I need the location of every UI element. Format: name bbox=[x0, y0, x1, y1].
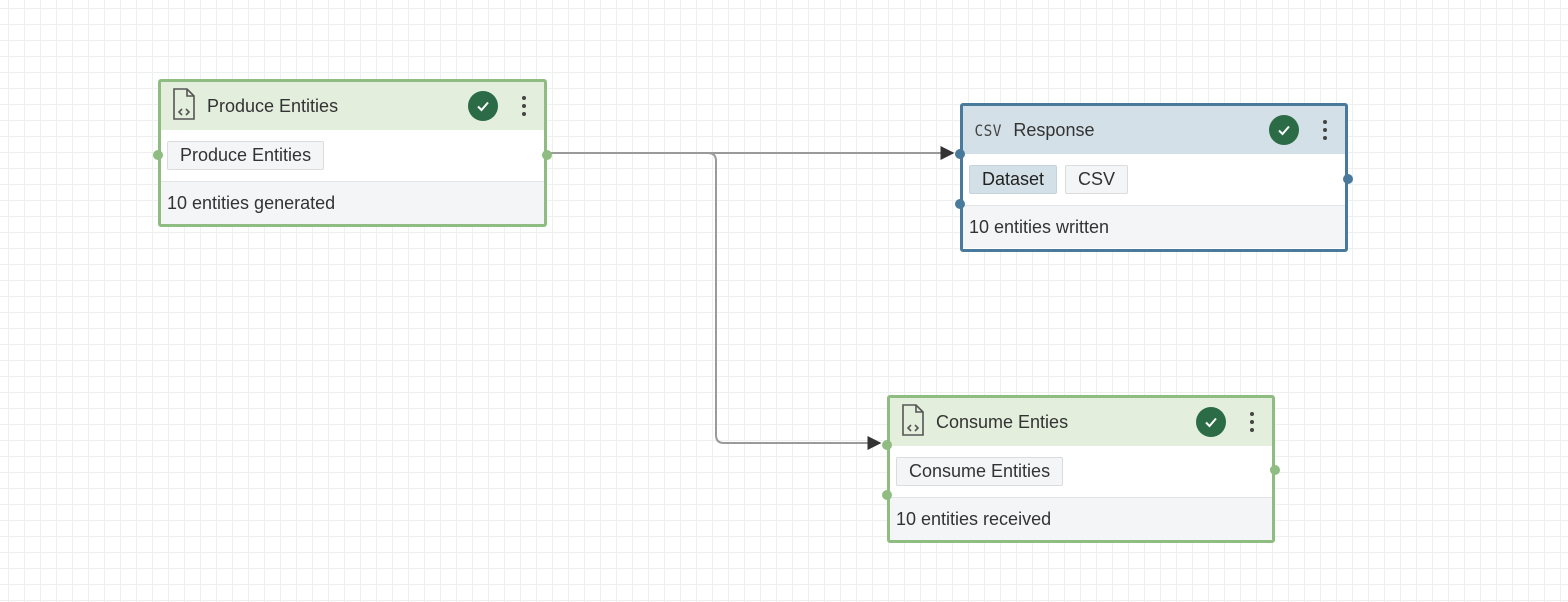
input-port[interactable] bbox=[153, 150, 163, 160]
success-check-icon bbox=[1196, 407, 1226, 437]
node-response[interactable]: CSV Response Dataset CSV 10 entities wri… bbox=[955, 103, 1353, 252]
node-tags: Produce Entities bbox=[161, 130, 544, 182]
output-port[interactable] bbox=[1270, 465, 1280, 475]
input-port-2[interactable] bbox=[955, 199, 965, 209]
tag-csv: CSV bbox=[1065, 165, 1129, 194]
node-tags: Consume Entities bbox=[890, 446, 1272, 498]
csv-icon: CSV bbox=[974, 120, 1002, 140]
tag: Produce Entities bbox=[167, 141, 325, 170]
more-options-icon[interactable] bbox=[1242, 407, 1262, 437]
node-header[interactable]: CSV Response bbox=[963, 106, 1345, 154]
output-port[interactable] bbox=[542, 150, 552, 160]
node-header[interactable]: Consume Enties bbox=[890, 398, 1272, 446]
node-header[interactable]: Produce Entities bbox=[161, 82, 544, 130]
node-status-text: 10 entities received bbox=[890, 498, 1272, 540]
file-code-icon bbox=[900, 403, 926, 441]
node-tags: Dataset CSV bbox=[963, 154, 1345, 206]
more-options-icon[interactable] bbox=[514, 91, 534, 121]
input-port[interactable] bbox=[882, 440, 892, 450]
node-title: Produce Entities bbox=[207, 95, 339, 116]
tag-dataset: Dataset bbox=[969, 165, 1058, 194]
node-title: Response bbox=[1013, 119, 1095, 140]
node-title: Consume Enties bbox=[936, 411, 1069, 432]
node-consume-enties[interactable]: Consume Enties Consume Entities 10 entit… bbox=[882, 395, 1280, 543]
input-port-2[interactable] bbox=[882, 490, 892, 500]
node-status-text: 10 entities generated bbox=[161, 182, 544, 224]
node-status-text: 10 entities written bbox=[963, 206, 1345, 248]
tag: Consume Entities bbox=[896, 457, 1064, 486]
success-check-icon bbox=[1269, 115, 1299, 145]
node-produce-entities[interactable]: Produce Entities Produce Entities 10 ent… bbox=[153, 79, 552, 227]
output-port[interactable] bbox=[1343, 174, 1353, 184]
edge-produce-to-consume[interactable] bbox=[548, 152, 882, 450]
file-code-icon bbox=[171, 87, 197, 125]
input-port[interactable] bbox=[955, 149, 965, 159]
more-options-icon[interactable] bbox=[1315, 115, 1335, 145]
success-check-icon bbox=[468, 91, 498, 121]
